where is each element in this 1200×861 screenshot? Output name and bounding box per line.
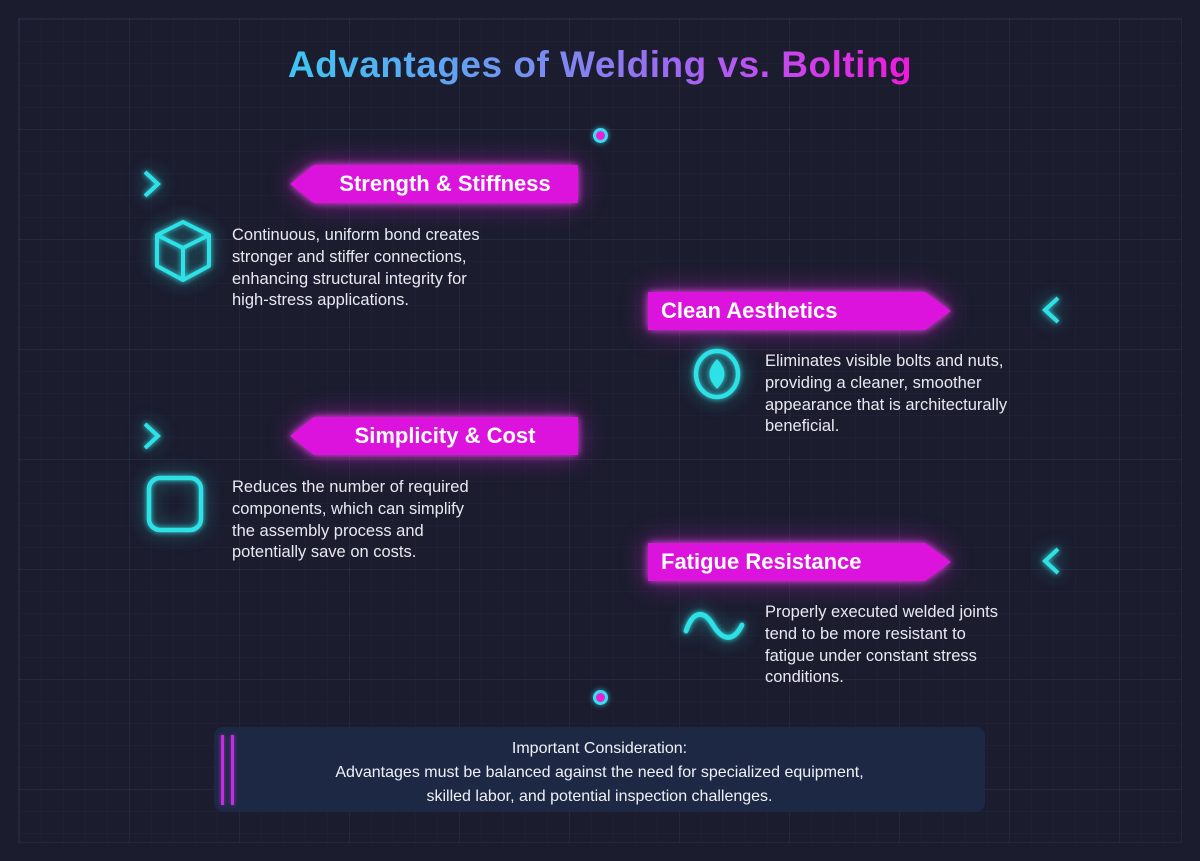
note-accent-bar <box>221 735 224 805</box>
section-aesthetics-description: Eliminates visible bolts and nuts, provi… <box>765 352 1008 436</box>
chevron-left-icon <box>1040 546 1062 576</box>
note-accent-bar <box>231 735 234 805</box>
section-simplicity-description: Reduces the number of required component… <box>232 478 469 562</box>
note-heading: Important Consideration: <box>511 740 688 757</box>
page-title: Advantages of Welding vs. Bolting <box>287 44 913 85</box>
chevron-right-icon <box>141 169 163 199</box>
chevron-right-icon <box>141 421 163 451</box>
important-consideration-box: Important Consideration: Advantages must… <box>214 727 985 812</box>
cube-icon <box>151 218 215 284</box>
note-line2: skilled labor, and potential inspection … <box>426 788 773 805</box>
section-aesthetics-label: Clean Aesthetics <box>661 298 838 323</box>
lens-eye-icon <box>691 346 743 404</box>
accent-dot-icon <box>593 128 608 143</box>
section-simplicity-label: Simplicity & Cost <box>354 423 536 448</box>
section-fatigue-description: Properly executed welded joints tend to … <box>765 603 998 687</box>
section-strength-label: Strength & Stiffness <box>339 171 551 196</box>
header: Advantages of Welding vs. Bolting <box>0 44 1200 86</box>
accent-dot-icon <box>593 690 608 705</box>
sine-wave-icon <box>682 605 746 649</box>
note-line1: Advantages must be balanced against the … <box>335 764 864 781</box>
section-simplicity-banner: Simplicity & Cost <box>290 417 578 455</box>
note-text: Important Consideration: Advantages must… <box>214 737 985 809</box>
rounded-square-icon <box>145 474 205 534</box>
section-fatigue-label: Fatigue Resistance <box>661 549 862 574</box>
chevron-left-icon <box>1040 295 1062 325</box>
section-strength-banner: Strength & Stiffness <box>290 165 578 203</box>
section-aesthetics-banner: Clean Aesthetics <box>648 292 951 330</box>
section-fatigue-banner: Fatigue Resistance <box>648 543 951 581</box>
section-strength-description: Continuous, uniform bond creates stronge… <box>232 226 480 310</box>
